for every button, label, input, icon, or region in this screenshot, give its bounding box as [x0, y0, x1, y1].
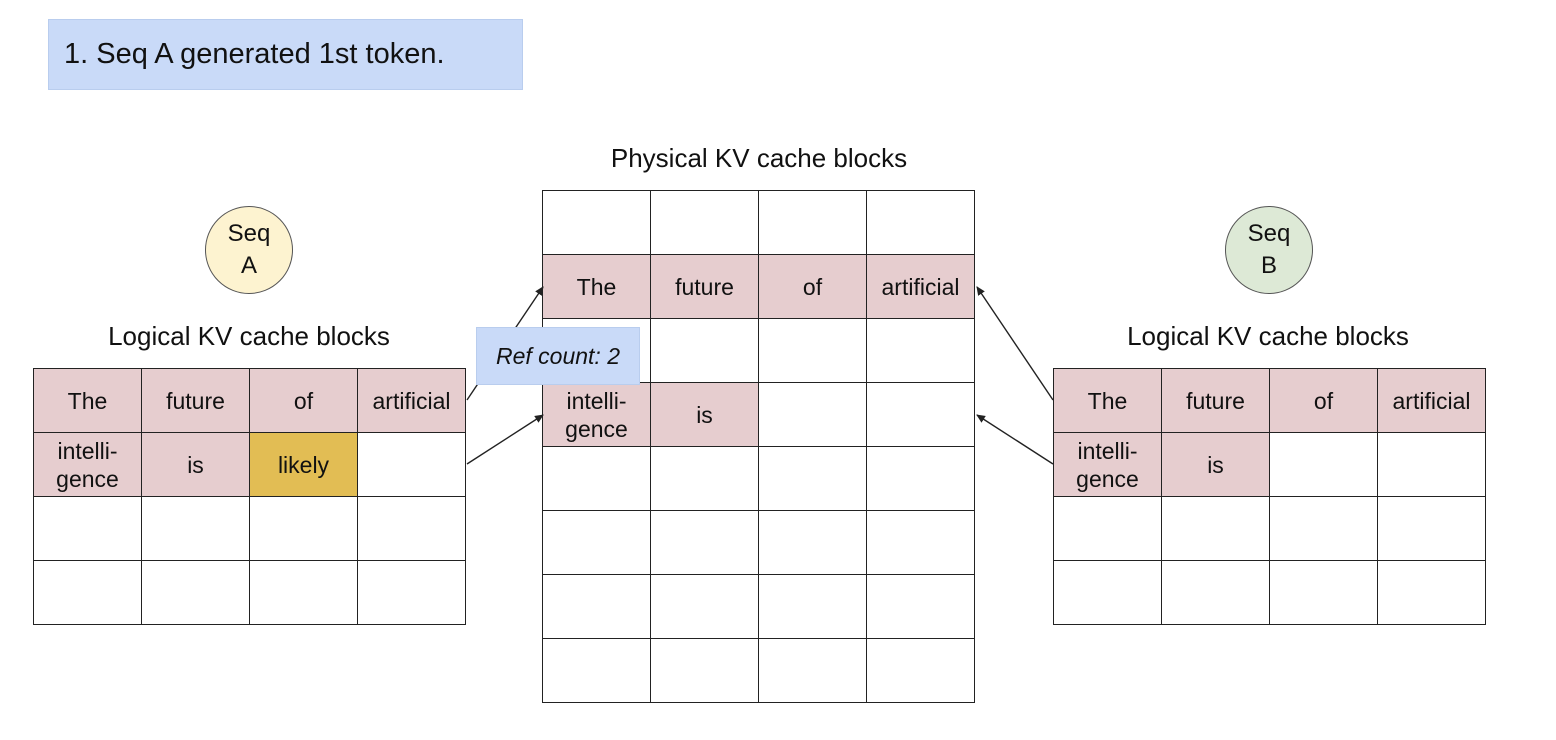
seq-a-cell-r0-c0: The [34, 369, 142, 433]
physical-cell-r4-c3 [867, 447, 975, 511]
physical-cell-r7-c2 [759, 639, 867, 703]
seq-b-cell-r0-c2: of [1270, 369, 1378, 433]
physical-cell-r6-c1 [651, 575, 759, 639]
seq-b-cell-r0-c0: The [1054, 369, 1162, 433]
seq-a-cell-r3-c2 [250, 561, 358, 625]
physical-cell-r3-c2 [759, 383, 867, 447]
seq-b-cell-r2-c1 [1162, 497, 1270, 561]
seq-a-cell-r1-c3 [358, 433, 466, 497]
seq-a-cell-r2-c3 [358, 497, 466, 561]
seq-a-cell-r2-c2 [250, 497, 358, 561]
seq-a-circle-label: Seq A [227, 220, 271, 279]
seq-b-logical-label: Logical KV cache blocks [1127, 321, 1409, 351]
seq-b-cell-r2-c0 [1054, 497, 1162, 561]
seq-a-cell-r3-c1 [142, 561, 250, 625]
seq-a-cell-r1-c2: likely [250, 433, 358, 497]
physical-cell-r2-c3 [867, 319, 975, 383]
physical-cell-r4-c2 [759, 447, 867, 511]
ref-count-callout: Ref count: 2 [476, 327, 640, 385]
seq-b-cell-r1-c0: intelli- gence [1054, 433, 1162, 497]
seq-b-circle: Seq B [1225, 206, 1313, 294]
physical-cell-r1-c2: of [759, 255, 867, 319]
physical-cell-r1-c0: The [543, 255, 651, 319]
physical-cell-r4-c0 [543, 447, 651, 511]
physical-cell-r0-c1 [651, 191, 759, 255]
seq-b-cell-r3-c2 [1270, 561, 1378, 625]
physical-cell-r7-c0 [543, 639, 651, 703]
physical-label: Physical KV cache blocks [610, 143, 908, 173]
seq-b-cell-r2-c3 [1378, 497, 1486, 561]
physical-cell-r0-c2 [759, 191, 867, 255]
seq-a-cell-r2-c0 [34, 497, 142, 561]
seq-b-cell-r0-c3: artificial [1378, 369, 1486, 433]
physical-cell-r0-c0 [543, 191, 651, 255]
seq-a-cell-r1-c1: is [142, 433, 250, 497]
seq-b-cell-r3-c3 [1378, 561, 1486, 625]
seq-a-cell-r2-c1 [142, 497, 250, 561]
seq-a-cell-r3-c3 [358, 561, 466, 625]
physical-cell-r7-c3 [867, 639, 975, 703]
seq-a-cell-r0-c3: artificial [358, 369, 466, 433]
seq-a-logical-label: Logical KV cache blocks [108, 321, 390, 351]
physical-cell-r3-c0: intelli- gence [543, 383, 651, 447]
physical-cell-r6-c2 [759, 575, 867, 639]
seq-a-cell-r1-c0: intelli- gence [34, 433, 142, 497]
physical-cell-r5-c3 [867, 511, 975, 575]
physical-cell-r0-c3 [867, 191, 975, 255]
physical-cell-r5-c0 [543, 511, 651, 575]
seq-b-cell-r3-c0 [1054, 561, 1162, 625]
physical-cell-r2-c1 [651, 319, 759, 383]
physical-cell-r5-c1 [651, 511, 759, 575]
seq-b-cell-r0-c1: future [1162, 369, 1270, 433]
physical-cell-r4-c1 [651, 447, 759, 511]
arrow-a-block1-to-physical3 [466, 414, 544, 465]
seq-b-circle-label: Seq B [1247, 220, 1291, 279]
physical-cell-r7-c1 [651, 639, 759, 703]
seq-b-cell-r1-c2 [1270, 433, 1378, 497]
arrow-b-block0-to-physical1 [976, 286, 1054, 401]
physical-cell-r1-c1: future [651, 255, 759, 319]
physical-cell-r1-c3: artificial [867, 255, 975, 319]
seq-a-circle: Seq A [205, 206, 293, 294]
arrow-b-block1-to-physical3 [976, 414, 1054, 465]
seq-a-cell-r0-c1: future [142, 369, 250, 433]
physical-cell-r6-c0 [543, 575, 651, 639]
physical-cell-r2-c2 [759, 319, 867, 383]
physical-cell-r3-c1: is [651, 383, 759, 447]
seq-a-cell-r3-c0 [34, 561, 142, 625]
seq-b-cell-r1-c1: is [1162, 433, 1270, 497]
seq-b-cell-r2-c2 [1270, 497, 1378, 561]
physical-cell-r3-c3 [867, 383, 975, 447]
seq-b-cell-r3-c1 [1162, 561, 1270, 625]
step-title: 1. Seq A generated 1st token. [48, 19, 523, 90]
seq-b-cell-r1-c3 [1378, 433, 1486, 497]
physical-cell-r5-c2 [759, 511, 867, 575]
seq-a-cell-r0-c2: of [250, 369, 358, 433]
physical-cell-r6-c3 [867, 575, 975, 639]
